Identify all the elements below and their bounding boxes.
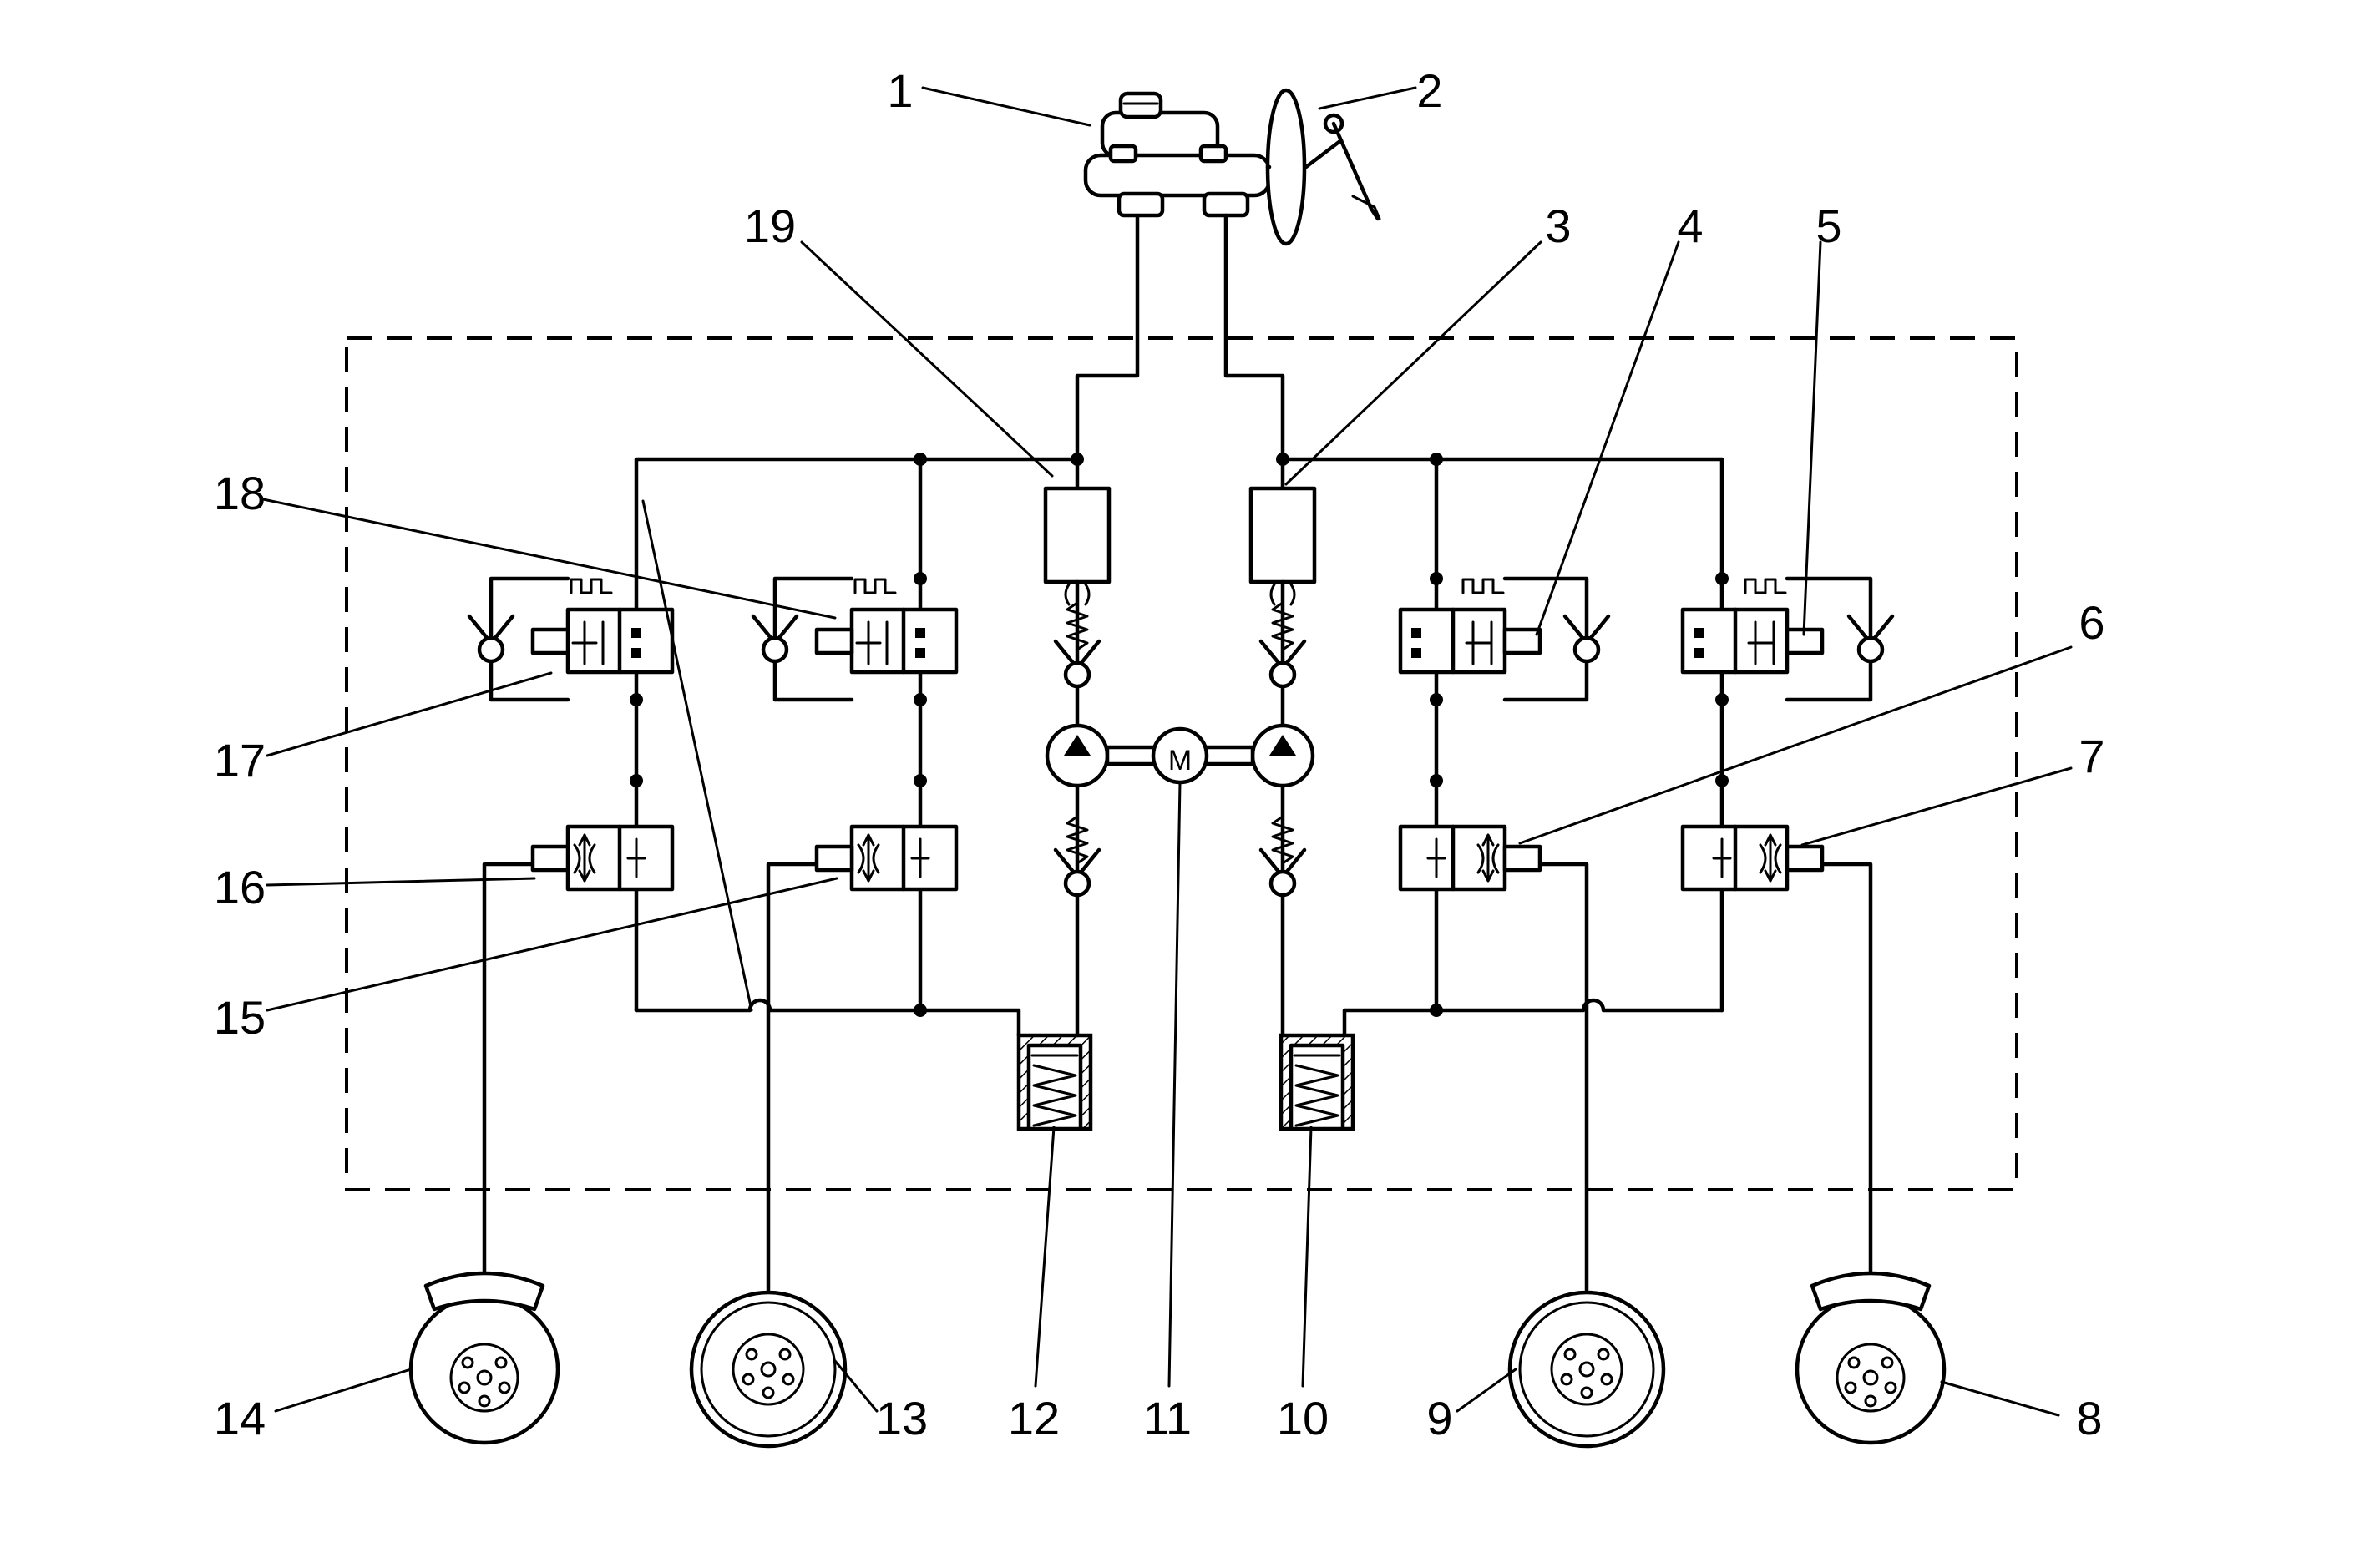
callout-15: 15 — [214, 991, 266, 1044]
master-cylinder — [1083, 91, 1272, 218]
callout-17: 17 — [214, 734, 266, 787]
solenoid-valve-16 — [530, 824, 675, 892]
frame-check-valves — [469, 616, 1892, 661]
callout-6: 6 — [2079, 596, 2104, 649]
callout-14: 14 — [214, 1392, 266, 1444]
brake-booster-pedal — [1265, 88, 1381, 246]
pump-left — [1045, 723, 1110, 788]
hydraulic-modulator-boundary — [345, 336, 2018, 1191]
solenoid-valve-5 — [1680, 578, 1825, 675]
callout-2: 2 — [1416, 64, 1442, 117]
wheel-drum-right — [1507, 1290, 1666, 1449]
callout-7: 7 — [2079, 730, 2104, 782]
accumulator-right — [1279, 1033, 1355, 1131]
callout-11: 11 — [1143, 1392, 1192, 1444]
pulsation-dampers — [1043, 486, 1317, 606]
callout-9: 9 — [1426, 1392, 1452, 1444]
callout-8: 8 — [2076, 1392, 2102, 1444]
pump-right — [1250, 723, 1315, 788]
callout-19: 19 — [744, 200, 796, 252]
pump-motor: M — [1105, 726, 1255, 785]
pump-lines — [1075, 579, 1285, 1038]
supply-lines — [630, 213, 1729, 1013]
callout-12: 12 — [1008, 1392, 1060, 1444]
solenoid-valve-4 — [1398, 578, 1542, 675]
callout-16: 16 — [214, 861, 266, 913]
motor-label: M — [1168, 745, 1192, 776]
wheel-disc-left — [408, 1271, 560, 1445]
callout-3: 3 — [1545, 200, 1571, 252]
callout-13: 13 — [876, 1392, 928, 1444]
callout-10: 10 — [1277, 1392, 1329, 1444]
callout-labels: 1 2 3 4 5 6 7 8 9 10 11 12 13 14 15 16 1… — [214, 64, 2105, 1444]
solenoid-valve-6 — [1398, 824, 1542, 892]
solenoid-valve-18 — [814, 578, 959, 675]
callout-5: 5 — [1815, 200, 1841, 252]
leader-lines — [261, 86, 2073, 1417]
solenoid-valve-7 — [1680, 824, 1825, 892]
left-return-lines — [482, 862, 1021, 1292]
accumulator-left — [1016, 1033, 1093, 1131]
solenoid-valve-17 — [530, 578, 675, 675]
wheel-drum-left — [689, 1290, 848, 1449]
valve-frames — [489, 576, 1873, 702]
callout-18: 18 — [214, 467, 266, 519]
callout-1: 1 — [887, 64, 913, 117]
wheel-disc-right — [1795, 1271, 1947, 1445]
right-return-lines — [1342, 862, 1873, 1292]
solenoid-valve-15 — [814, 824, 959, 892]
callout-4: 4 — [1677, 200, 1703, 252]
